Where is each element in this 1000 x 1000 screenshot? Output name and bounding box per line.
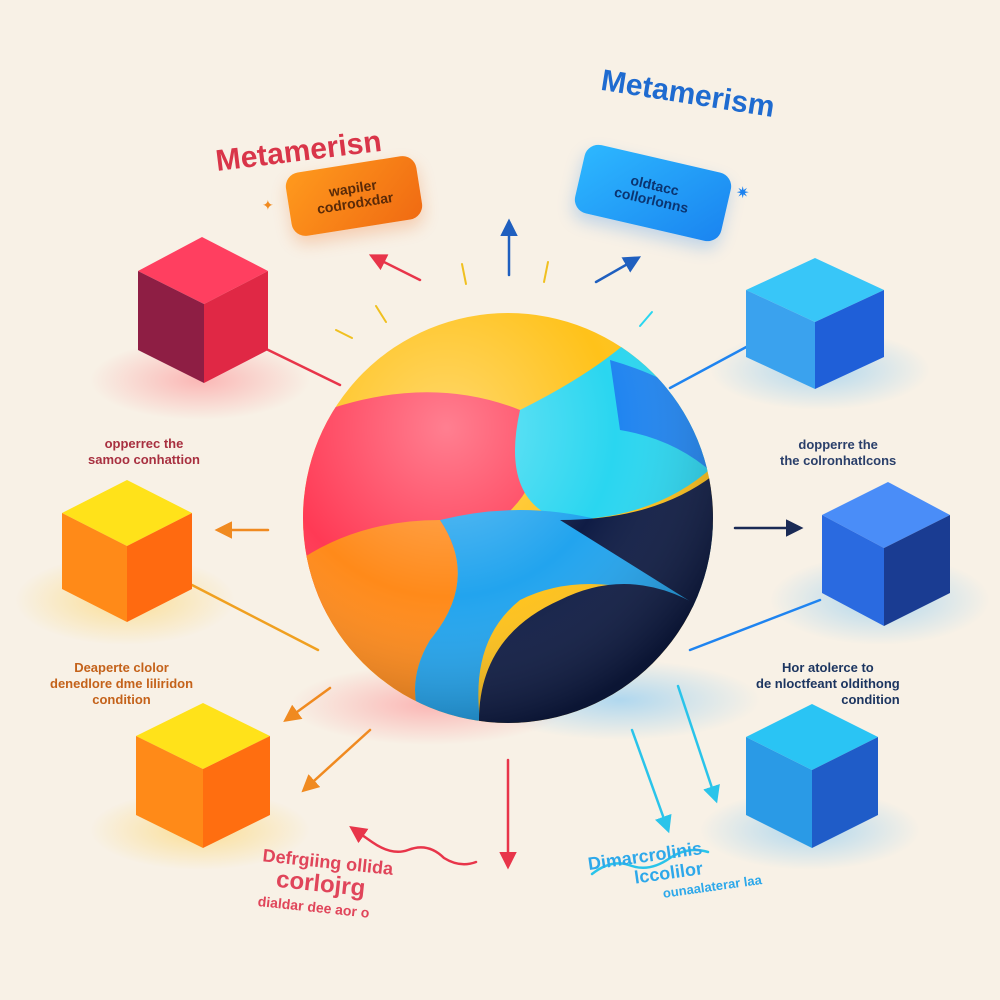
caption-middle-left-line1: opperrec the	[104, 436, 184, 451]
caption-middle-right-line1: dopperre the	[798, 437, 878, 452]
arrow-lower-right-short	[676, 684, 720, 804]
connector-arrows	[190, 218, 822, 876]
line-to-red-cube	[256, 343, 342, 387]
arrow-lower-left-long	[301, 728, 372, 793]
caption-middle-right: dopperre the the colronhatlcons	[780, 437, 896, 469]
cube-blue-mid	[822, 482, 950, 626]
caption-middle-right-line2: the colronhatlcons	[780, 453, 897, 468]
svg-text:✦: ✦	[262, 198, 274, 214]
caption-lower-left: Deaperte clolor denedlore dme liliridon …	[50, 660, 193, 708]
caption-lower-right-line3: condition	[841, 692, 900, 707]
cube-orange-mid	[62, 480, 192, 622]
arrow-lower-right-long	[630, 728, 672, 834]
cube-orange-low	[136, 703, 270, 848]
line-to-blue-cube-top	[668, 343, 752, 390]
caption-lower-left-line2: denedlore dme liliridon	[50, 676, 194, 691]
line-to-orange-cube-mid	[190, 583, 320, 652]
pill-right-label: oldtacc collorlonns	[612, 171, 690, 217]
caption-lower-left-line3: condition	[92, 692, 151, 707]
svg-text:✷: ✷	[736, 183, 749, 202]
squiggle-red	[349, 825, 478, 866]
squiggle-cyan	[590, 848, 710, 876]
cube-blue-top	[746, 258, 884, 389]
caption-middle-left: opperrec the samoo conhattion	[88, 436, 200, 468]
caption-lower-right-line1: Hor atolerce to	[781, 660, 874, 675]
line-to-blue-cube-mid	[688, 598, 822, 652]
arrow-to-pill-right	[594, 256, 642, 284]
caption-lower-right-line2: de nloctfeant oldithong	[756, 676, 900, 691]
caption-lower-right: Hor atolerce to de nloctfeant oldithong …	[756, 660, 900, 708]
caption-bottom-left: Defrgiing ollida corlojrg dialdar dee ao…	[257, 845, 394, 924]
cube-blue-low	[746, 704, 878, 848]
arrow-to-pill-left	[368, 254, 422, 282]
arrow-lower-left-short	[283, 686, 332, 723]
cube-red	[138, 237, 268, 383]
caption-middle-left-line2: samoo conhattion	[88, 452, 200, 467]
caption-lower-left-line1: Deaperte clolor	[74, 660, 169, 675]
pill-left-label: wapiler codrodxdar	[315, 176, 395, 217]
